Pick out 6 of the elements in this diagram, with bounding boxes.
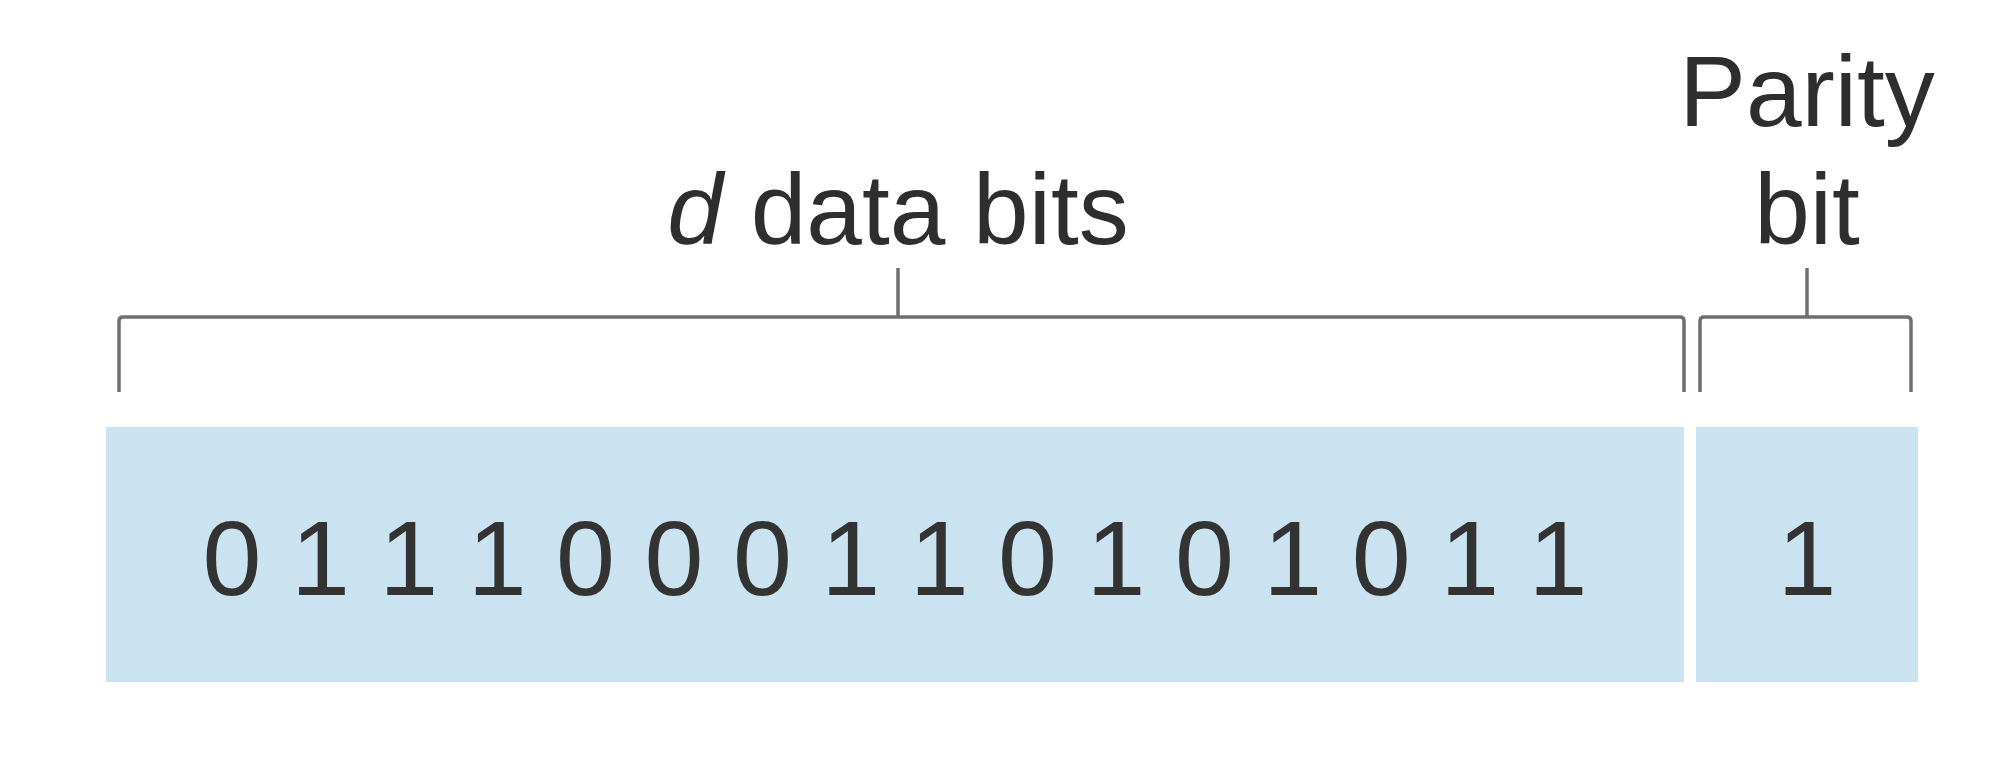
field-label: d data bits — [667, 152, 1129, 267]
bit-field-box — [1696, 427, 1918, 682]
field-label: Parity bit — [1679, 34, 1935, 267]
bit-field-box — [106, 427, 1684, 682]
bit-values: 0 1 1 1 0 0 0 1 1 0 1 0 1 0 1 1 — [202, 498, 1588, 611]
bit-values: 1 — [1777, 498, 1837, 611]
